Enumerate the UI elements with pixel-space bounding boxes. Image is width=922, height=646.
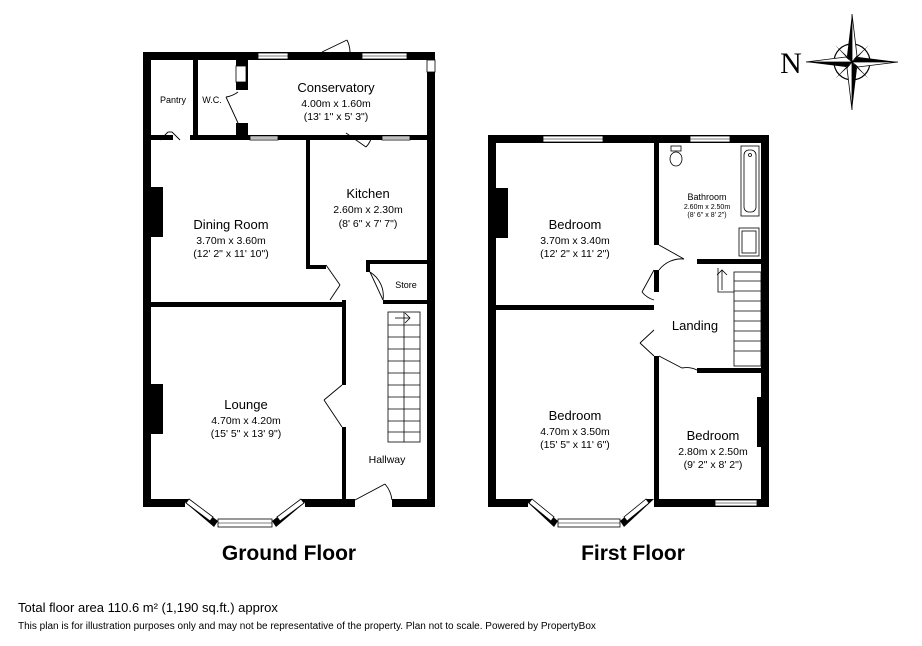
bedroom3-name: Bedroom [687,428,740,443]
bedroom1-metric: 3.70m x 3.40m [540,235,610,247]
bathroom-imperial: (8' 6" x 8' 2") [687,212,726,219]
dining-room-imperial: (12' 2" x 11' 10") [193,248,268,260]
kitchen-name: Kitchen [346,186,389,201]
pantry-label: Pantry [160,95,187,105]
first-floor-title: First Floor [581,542,685,565]
compass-north-label: N [780,47,802,80]
hallway-label: Hallway [369,454,407,466]
total-floor-area: Total floor area 110.6 m² (1,190 sq.ft.)… [18,600,278,615]
bedroom1-name: Bedroom [549,217,602,232]
landing-label: Landing [672,318,718,333]
ground-floor-plan: Pantry W.C. Conservatory 4.00m x 1.60m (… [143,39,436,565]
bathroom-metric: 2.60m x 2.50m [684,204,730,211]
dining-room-name: Dining Room [193,217,268,232]
wc-label: W.C. [202,95,222,105]
bedroom3-imperial: (9' 2" x 8' 2") [684,459,743,471]
conservatory-imperial: (13' 1" x 5' 3") [304,111,369,123]
bedroom1-imperial: (12' 2" x 11' 2") [540,248,610,260]
dining-room-metric: 3.70m x 3.60m [196,235,266,247]
disclaimer-note: This plan is for illustration purposes o… [18,621,596,632]
lounge-imperial: (15' 5" x 13' 9") [211,428,281,440]
kitchen-imperial: (8' 6" x 7' 7") [339,218,398,230]
bedroom2-name: Bedroom [549,408,602,423]
compass-icon: N [780,13,899,111]
first-floor-plan: Bedroom 3.70m x 3.40m (12' 2" x 11' 2") … [488,135,769,565]
bedroom2-metric: 4.70m x 3.50m [540,426,610,438]
store-label: Store [395,280,417,290]
bedroom2-imperial: (15' 5" x 11' 6") [540,439,610,451]
lounge-name: Lounge [224,397,267,412]
kitchen-metric: 2.60m x 2.30m [333,204,403,216]
bedroom3-metric: 2.80m x 2.50m [678,446,748,458]
ground-floor-title: Ground Floor [222,542,356,565]
bathroom-name: Bathroom [687,192,726,202]
conservatory-metric: 4.00m x 1.60m [301,98,371,110]
conservatory-name: Conservatory [297,80,375,95]
lounge-metric: 4.70m x 4.20m [211,415,281,427]
